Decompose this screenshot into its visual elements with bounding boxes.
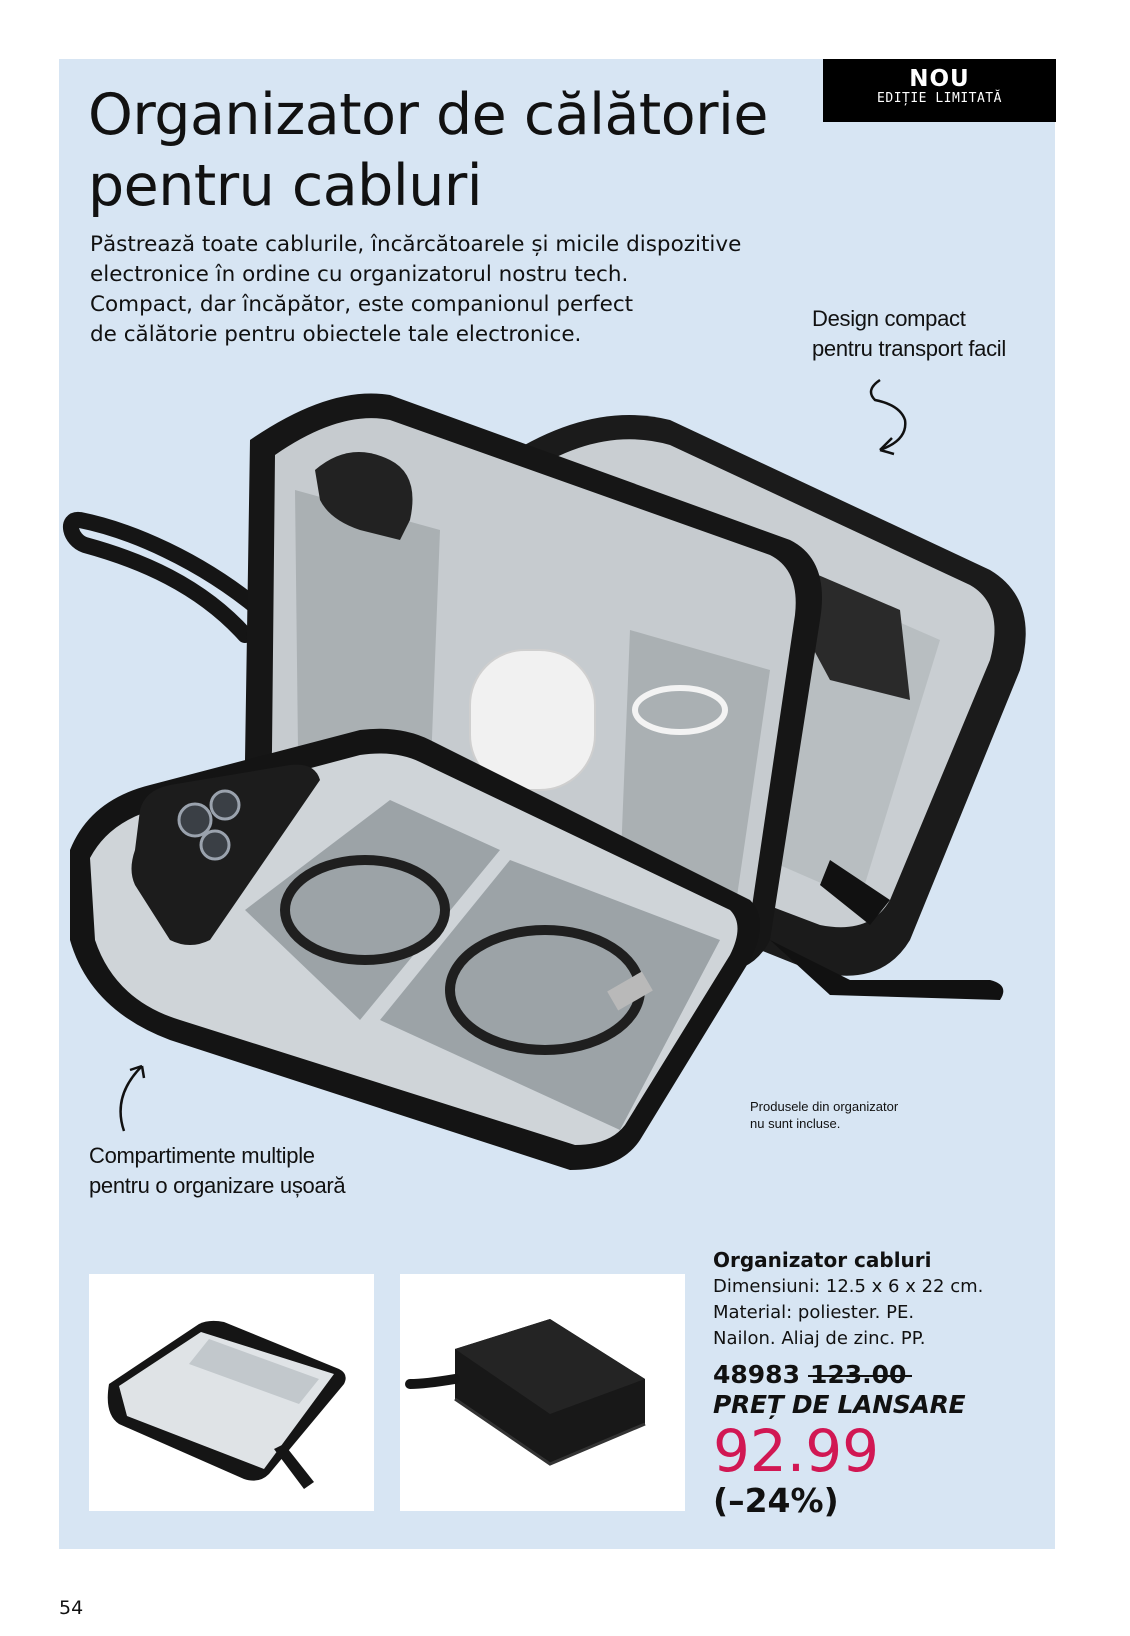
intro-text: Păstrează toate cablurile, încărcătoarel… [90, 232, 742, 347]
thumbnail-open-view [89, 1274, 374, 1511]
new-badge: NOU EDIȚIE LIMITATĂ [823, 59, 1056, 122]
page-title: Organizator de călătorie pentru cabluri [88, 82, 768, 219]
product-code: 48983 [713, 1360, 800, 1389]
product-code-row: 48983 123.00 [713, 1360, 1043, 1390]
product-info: Organizator cabluri Dimensiuni: 12.5 x 6… [713, 1246, 1043, 1520]
product-specs: Dimensiuni: 12.5 x 6 x 22 cm. Material: … [713, 1276, 984, 1349]
callout-multiple-compartments: Compartimente multiple pentru o organiza… [89, 1143, 346, 1198]
thumbnail-closed-view [400, 1274, 685, 1511]
disclaimer-note: Produsele din organizator nu sunt inclus… [750, 1099, 899, 1131]
badge-sub: EDIȚIE LIMITATĂ [877, 91, 1002, 106]
hero-product-image [63, 393, 1026, 1170]
curved-arrow-down-icon [869, 378, 907, 456]
curved-arrow-up-icon [119, 1064, 146, 1132]
launch-price: 92.99 [713, 1417, 880, 1485]
badge-label: NOU [909, 66, 970, 92]
launch-price-label: PREȚ DE LANSARE [713, 1390, 966, 1419]
page-number: 54 [59, 1597, 84, 1619]
product-name: Organizator cabluri [713, 1248, 932, 1272]
old-price: 123.00 [809, 1360, 907, 1389]
discount: (–24%) [713, 1481, 839, 1520]
callout-compact-design: Design compact pentru transport facil [812, 306, 1006, 361]
